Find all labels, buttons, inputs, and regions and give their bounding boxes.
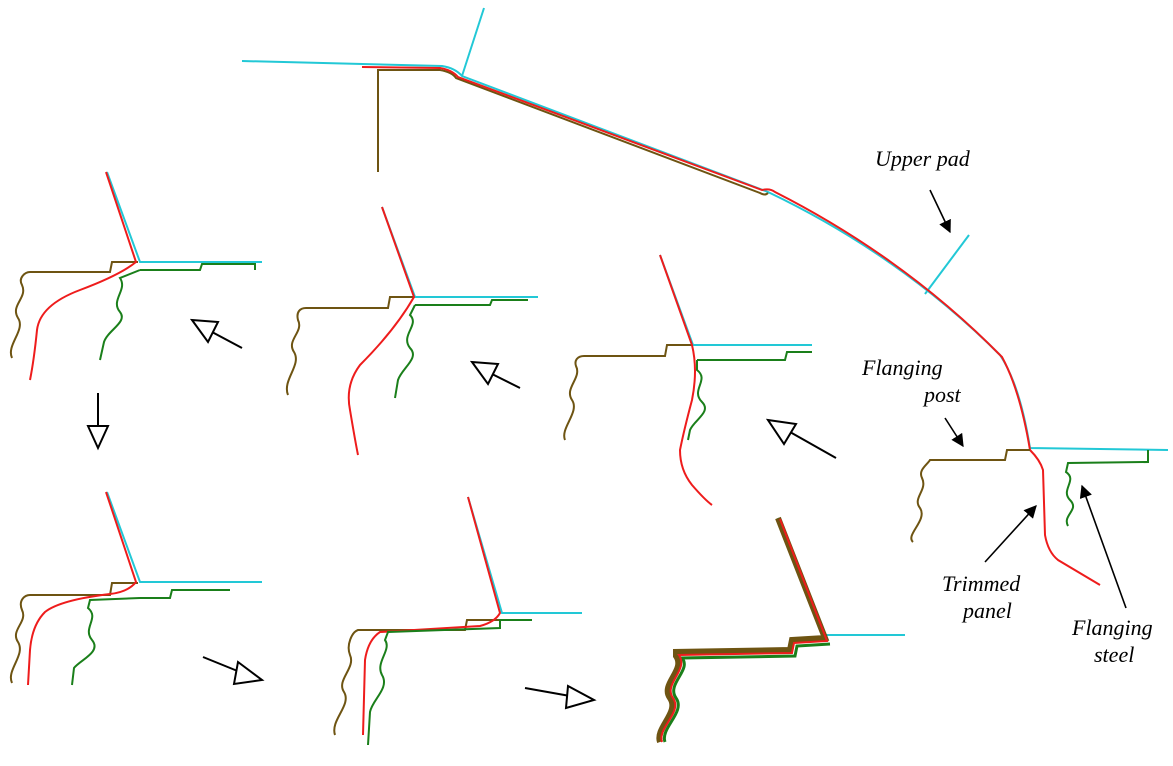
pointer-upper-pad xyxy=(929,189,951,234)
overview-upper-pad-tip-top xyxy=(461,7,485,77)
stage-2-flanging-post xyxy=(285,296,414,396)
stage-4-flanging-post xyxy=(9,582,138,684)
stage-2 xyxy=(285,206,538,456)
stage-5 xyxy=(333,496,582,746)
stage-1-flanging-steel xyxy=(99,263,256,361)
stage-4-flanging-steel xyxy=(71,589,230,686)
process-arrows xyxy=(86,318,837,710)
overview-flanging-post xyxy=(910,449,1030,543)
stage-1-flanging-post xyxy=(9,261,138,359)
process-arrow-stage4-to-stage5 xyxy=(202,656,265,686)
stage-6-flanging-steel xyxy=(662,642,831,743)
overview-flanging-post-top xyxy=(377,69,769,196)
overview-flanging-steel xyxy=(1064,450,1149,527)
overview-trimmed-panel xyxy=(361,66,1101,586)
stage-1 xyxy=(9,171,262,381)
stage-3 xyxy=(563,254,812,506)
stage-3-flanging-steel xyxy=(687,351,812,441)
label-upper-pad: Upper pad xyxy=(875,146,971,171)
stage-3-trimmed-panel xyxy=(659,254,713,506)
stage-4-trimmed-panel xyxy=(27,491,138,686)
overview-upper-pad-tip-right xyxy=(924,234,970,295)
stage-5-upper-pad xyxy=(467,496,582,614)
stage-1-upper-pad xyxy=(106,171,262,263)
stage-3-flanging-post xyxy=(563,344,692,441)
stage-2-upper-pad xyxy=(381,206,538,298)
label-trimmed-panel-line2: panel xyxy=(961,598,1012,623)
stage-5-flanging-post xyxy=(333,619,500,736)
stage-1-trimmed-panel xyxy=(29,171,138,381)
pointer-flanging-steel xyxy=(1079,484,1127,609)
process-arrow-stage5-to-stage6 xyxy=(524,684,597,710)
process-arrow-stage1-to-stage4 xyxy=(86,393,110,451)
pointer-trimmed-panel xyxy=(984,505,1037,563)
stage-4 xyxy=(9,491,262,686)
stage-6-flanging-post xyxy=(656,516,830,744)
label-flanging-steel-line1: Flanging xyxy=(1071,615,1153,640)
process-arrow-stage2-to-stage1 xyxy=(189,318,243,349)
stage-2-trimmed-panel xyxy=(347,206,416,456)
stage-4-upper-pad xyxy=(106,491,262,583)
stage-6-trimmed-panel xyxy=(660,518,829,743)
pointer-flanging-post xyxy=(944,417,964,448)
overview-assembly xyxy=(241,7,1169,586)
stage-5-flanging-steel xyxy=(367,619,532,746)
annotations: Upper pad Flanging post Trimmed panel Fl… xyxy=(861,146,1153,667)
stage-3-upper-pad xyxy=(659,254,812,346)
stage-5-trimmed-panel xyxy=(362,496,502,736)
stage-6-upper-pad xyxy=(777,517,905,636)
label-flanging-steel-line2: steel xyxy=(1094,642,1134,667)
process-arrow-stage2-to-stage1-a xyxy=(469,360,521,389)
label-flanging-post-line2: post xyxy=(922,382,962,407)
stage-6 xyxy=(656,516,905,744)
label-trimmed-panel-line1: Trimmed xyxy=(942,571,1021,596)
overview-upper-pad xyxy=(241,60,1169,451)
label-flanging-post-line1: Flanging xyxy=(861,355,943,380)
process-arrow-stage3-to-stage2 xyxy=(765,418,837,459)
stage-2-flanging-steel xyxy=(394,299,528,399)
